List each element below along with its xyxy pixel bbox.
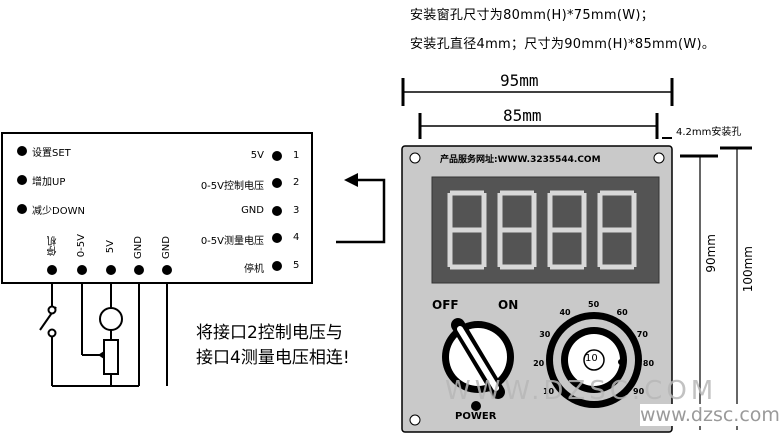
button-down-dot — [17, 204, 27, 214]
mount-hole-tl — [409, 152, 421, 164]
dimension-85mm-line — [418, 113, 659, 139]
mount-hole-bl — [409, 414, 421, 426]
bottom-terminal-5-dot — [162, 265, 172, 275]
dial-scale-label: 50 — [588, 300, 600, 309]
bottom-terminal-3-dot — [106, 265, 116, 275]
bottom-terminal-4-label: GND — [133, 236, 144, 259]
dimension-95mm-label: 95mm — [500, 71, 539, 90]
caption-line-2: 接口4测量电压相连! — [196, 348, 350, 368]
dial-scale-label: 80 — [642, 358, 655, 368]
dimension-100mm-label: 100mm — [741, 246, 755, 293]
dial-scale-label: 40 — [559, 307, 571, 317]
terminal-1-num: 1 — [293, 150, 300, 161]
connector-arrow — [336, 173, 386, 244]
hole-dimension-lines — [662, 137, 752, 430]
dimension-85mm-label: 85mm — [503, 106, 542, 125]
button-up-dot — [17, 175, 27, 185]
panel-website: 产品服务网址:WWW.3235544.COM — [440, 155, 601, 165]
dial-scale-label: 20 — [533, 358, 545, 368]
power-led — [471, 401, 481, 411]
controller-box — [1, 132, 313, 284]
terminal-3-num: 3 — [293, 205, 300, 216]
seven-segment-display: 8888 — [442, 185, 652, 275]
terminal-1-dot — [272, 151, 282, 161]
mount-hole-note: 安装孔直径4mm；尺寸为90mm(H)*85mm(W)。 — [410, 37, 716, 52]
button-set-dot — [17, 146, 27, 156]
dial-scale-label: 60 — [616, 307, 628, 317]
terminal-5-dot — [272, 261, 282, 271]
terminal-5-num: 5 — [293, 260, 300, 271]
wiper-arrowhead — [98, 351, 104, 359]
terminal-4-num: 4 — [293, 232, 300, 243]
dial-scale-label: 70 — [636, 329, 648, 339]
power-label: POWER — [455, 411, 497, 422]
watermark-url: www.dzsc.com — [640, 404, 780, 426]
speed-dial — [546, 312, 642, 408]
terminal-3-dot — [272, 206, 282, 216]
terminal-2-label: 0-5V控制电压 — [200, 181, 264, 192]
switch-off-label: OFF — [432, 298, 459, 312]
terminal-4-dot — [272, 233, 282, 243]
external-wiring — [39, 283, 168, 387]
terminal-4-label: 0-5V测量电压 — [200, 236, 264, 247]
power-switch-knob — [442, 318, 514, 399]
dial-scale-label: 10 — [542, 386, 555, 396]
bottom-terminal-3-label: 5V — [105, 240, 116, 254]
mount-window-note: 安装窗孔尺寸为80mm(H)*75mm(W)； — [410, 8, 655, 23]
bottom-terminal-2-dot — [77, 265, 87, 275]
watermark-large: WWW.DZSC.COM — [445, 376, 718, 406]
button-up-label: 增加UP — [32, 177, 66, 188]
dial-scale-label: 30 — [539, 329, 551, 339]
bottom-terminal-4-dot — [134, 265, 144, 275]
dial-scale-label: 90 — [633, 386, 645, 396]
bottom-terminal-1-label: 停机 — [48, 236, 59, 256]
terminal-5-label: 停机 — [244, 264, 264, 275]
dimension-95mm-line — [401, 78, 674, 106]
button-set-label: 设置SET — [32, 148, 71, 159]
dimension-90mm-label: 90mm — [704, 234, 718, 273]
hole-size-label: 4.2mm安装孔 — [676, 127, 742, 138]
switch-on-label: ON — [498, 298, 519, 312]
bottom-terminal-1-dot — [47, 265, 57, 275]
button-down-label: 减少DOWN — [32, 206, 85, 217]
mount-hole-tr — [653, 152, 665, 164]
bottom-terminal-5-label: GND — [161, 236, 172, 259]
dial-center-label: 10 — [585, 353, 598, 364]
caption-line-1: 将接口2控制电压与 — [196, 323, 343, 343]
terminal-2-num: 2 — [293, 177, 300, 188]
terminal-2-dot — [272, 178, 282, 188]
terminal-3-label: GND — [241, 205, 264, 216]
terminal-1-label: 5V — [250, 150, 264, 161]
bottom-terminal-2-label: 0-5V — [76, 234, 87, 258]
